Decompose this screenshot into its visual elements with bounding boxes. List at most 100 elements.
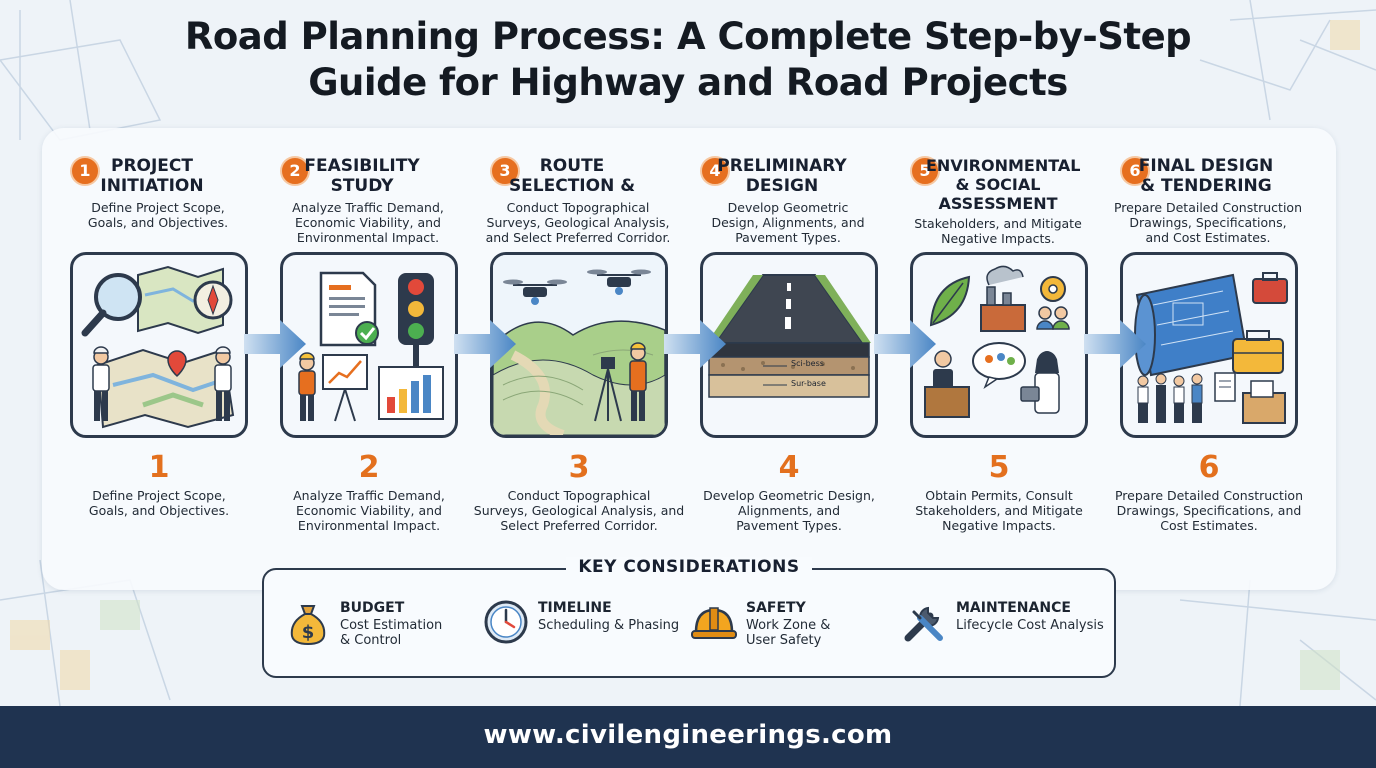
- step-6-bottom-desc-line: Cost Estimates.: [1160, 518, 1258, 533]
- step-2-description: Analyze Traffic Demand, Economic Viabili…: [268, 200, 468, 245]
- step-4-big-number: 4: [778, 450, 800, 485]
- step-2-title-line-2: STUDY: [330, 176, 394, 196]
- page-title: Road Planning Process: A Complete Step-b…: [0, 14, 1376, 106]
- step-1-title-line-1: PROJECT: [110, 156, 193, 176]
- hard-hat-icon: [691, 607, 737, 639]
- step-4-bottom-desc-line: Pavement Types.: [736, 518, 842, 533]
- consideration-name: BUDGET: [340, 600, 405, 616]
- step-5: 5 ENVIRONMENTAL & SOCIAL ASSESSMENT Stak…: [882, 128, 1088, 590]
- compass-icon: [193, 280, 233, 320]
- step-1-big-number: 1: [148, 450, 170, 485]
- engineer-figure-icon: [214, 346, 232, 421]
- presentation-board-icon: [322, 354, 368, 422]
- step-6-desc-line: Prepare Detailed Construction: [1113, 200, 1302, 215]
- step-1-description: Define Project Scope, Goals, and Objecti…: [58, 200, 258, 230]
- step-2: 2 FEASIBILITY STUDY Analyze Traffic Dema…: [252, 128, 458, 590]
- step-5-title: ENVIRONMENTAL & SOCIAL ASSESSMENT: [926, 156, 1081, 213]
- magnifier-icon: [81, 273, 142, 337]
- map-icon: [96, 348, 235, 429]
- step-2-bottom-description: Analyze Traffic Demand, Economic Viabili…: [252, 488, 486, 533]
- svg-text:$: $: [302, 622, 315, 643]
- step-2-number-badge: 2: [280, 156, 310, 186]
- step-3-bottom-desc-line: Surveys, Geological Analysis, and: [473, 503, 685, 518]
- step-4-title: PRELIMINARY DESIGN: [712, 156, 852, 196]
- step-5-big-number: 5: [988, 450, 1010, 485]
- step-4-desc-line: Develop Geometric: [727, 200, 849, 215]
- step-1-desc-line: Define Project Scope,: [91, 200, 225, 215]
- step-5-desc-line: Negative Impacts.: [941, 231, 1055, 246]
- step-3-big-number: 3: [568, 450, 590, 485]
- step-2-desc-line: Analyze Traffic Demand,: [292, 200, 444, 215]
- step-5-title-line-2: & SOCIAL: [955, 175, 1041, 194]
- road-cross-section-icon: [707, 274, 871, 398]
- step-2-big-number: 2: [358, 450, 380, 485]
- step-3-title-line-2: SELECTION &: [508, 176, 636, 196]
- step-3-bottom-description: Conduct Topographical Surveys, Geologica…: [462, 488, 696, 533]
- bar-chart-icon: [378, 366, 444, 420]
- step-4-title-line-2: DESIGN: [745, 176, 819, 196]
- flow-arrow-icon: [454, 320, 516, 368]
- step-1-header: 1 PROJECT INITIATION: [42, 156, 242, 196]
- consideration-desc-line: & Control: [340, 633, 402, 648]
- layer-label: Sur-base: [791, 379, 826, 388]
- step-3-title-line-1: ROUTE: [539, 156, 605, 176]
- step-6-title: FINAL DESIGN & TENDERING: [1132, 156, 1280, 196]
- blueprint-icon: [1134, 273, 1249, 377]
- location-pin-icon: [167, 350, 187, 378]
- step-5-header: 5 ENVIRONMENTAL & SOCIAL ASSESSMENT: [882, 156, 1082, 213]
- step-1: 1 PROJECT INITIATION Define Project Scop…: [42, 128, 248, 590]
- step-4-header: 4 PRELIMINARY DESIGN: [672, 156, 872, 196]
- step-2-title: FEASIBILITY STUDY: [292, 156, 432, 196]
- consideration-desc-line: Cost Estimation: [340, 618, 443, 633]
- title-line-2: Guide for Highway and Road Projects: [308, 61, 1068, 104]
- flow-arrow-icon: [874, 320, 936, 368]
- step-2-bottom-desc-line: Analyze Traffic Demand,: [293, 488, 445, 503]
- folded-map-icon: [137, 265, 224, 335]
- consideration-description: Lifecycle Cost Analysis: [956, 618, 1104, 633]
- clock-icon: [484, 600, 528, 644]
- theodolite-icon: [594, 357, 622, 422]
- step-5-bottom-description: Obtain Permits, Consult Stakeholders, an…: [882, 488, 1116, 533]
- surveyor-figure-icon: [629, 342, 647, 421]
- step-6-header: 6 FINAL DESIGN & TENDERING: [1092, 156, 1292, 196]
- key-considerations-title: KEY CONSIDERATIONS: [264, 557, 1114, 577]
- key-considerations-title-text: KEY CONSIDERATIONS: [566, 557, 812, 577]
- footer-bar: www.civilengineerings.com: [0, 706, 1376, 768]
- step-5-title-line-1: ENVIRONMENTAL: [926, 156, 1081, 175]
- step-3-title: ROUTE SELECTION &: [502, 156, 642, 196]
- step-3: 3 ROUTE SELECTION & Conduct Topographica…: [462, 128, 684, 590]
- step-3-header: 3 ROUTE SELECTION &: [462, 156, 662, 196]
- process-panel: 1 PROJECT INITIATION Define Project Scop…: [42, 128, 1336, 590]
- leaf-icon: [929, 275, 971, 327]
- step-1-desc-line: Goals, and Objectives.: [87, 215, 229, 230]
- step-1-title-line-2: INITIATION: [100, 176, 204, 196]
- title-line-1: Road Planning Process: A Complete Step-b…: [184, 15, 1192, 58]
- step-2-illustration-card: [280, 252, 458, 438]
- step-3-desc-line: Conduct Topographical: [506, 200, 650, 215]
- step-6-bottom-desc-line: Drawings, Specifications, and: [1116, 503, 1302, 518]
- flow-arrow-icon: [1084, 320, 1146, 368]
- step-6-desc-line: and Cost Estimates.: [1145, 230, 1271, 245]
- consideration-name: MAINTENANCE: [956, 600, 1071, 616]
- step-3-desc-line: Surveys, Geological Analysis,: [486, 215, 670, 230]
- traffic-light-icon: [398, 273, 434, 385]
- step-2-desc-line: Economic Viability, and: [294, 215, 441, 230]
- step-3-illustration-card: [490, 252, 668, 438]
- step-2-header: 2 FEASIBILITY STUDY: [252, 156, 452, 196]
- step-3-desc-line: and Select Preferred Corridor.: [485, 230, 671, 245]
- step-2-bottom-desc-line: Economic Viability, and: [295, 503, 442, 518]
- consideration-name: SAFETY: [746, 600, 806, 616]
- step-3-bottom-desc-line: Select Preferred Corridor.: [500, 518, 658, 533]
- step-4-description: Develop Geometric Design, Alignments, an…: [688, 200, 888, 245]
- step-1-bottom-desc-line: Define Project Scope,: [92, 488, 226, 503]
- toolbox-icon: [1252, 272, 1288, 304]
- gear-people-icon: [1036, 276, 1070, 330]
- step-5-bottom-desc-line: Stakeholders, and Mitigate: [915, 503, 1083, 518]
- flow-arrow-icon: [664, 320, 726, 368]
- footer-website-link[interactable]: www.civilengineerings.com: [483, 720, 893, 750]
- document-icon: [1214, 372, 1236, 402]
- consideration-name: TIMELINE: [538, 600, 612, 616]
- wrench-screwdriver-icon: [904, 606, 943, 642]
- step-3-number-badge: 3: [490, 156, 520, 186]
